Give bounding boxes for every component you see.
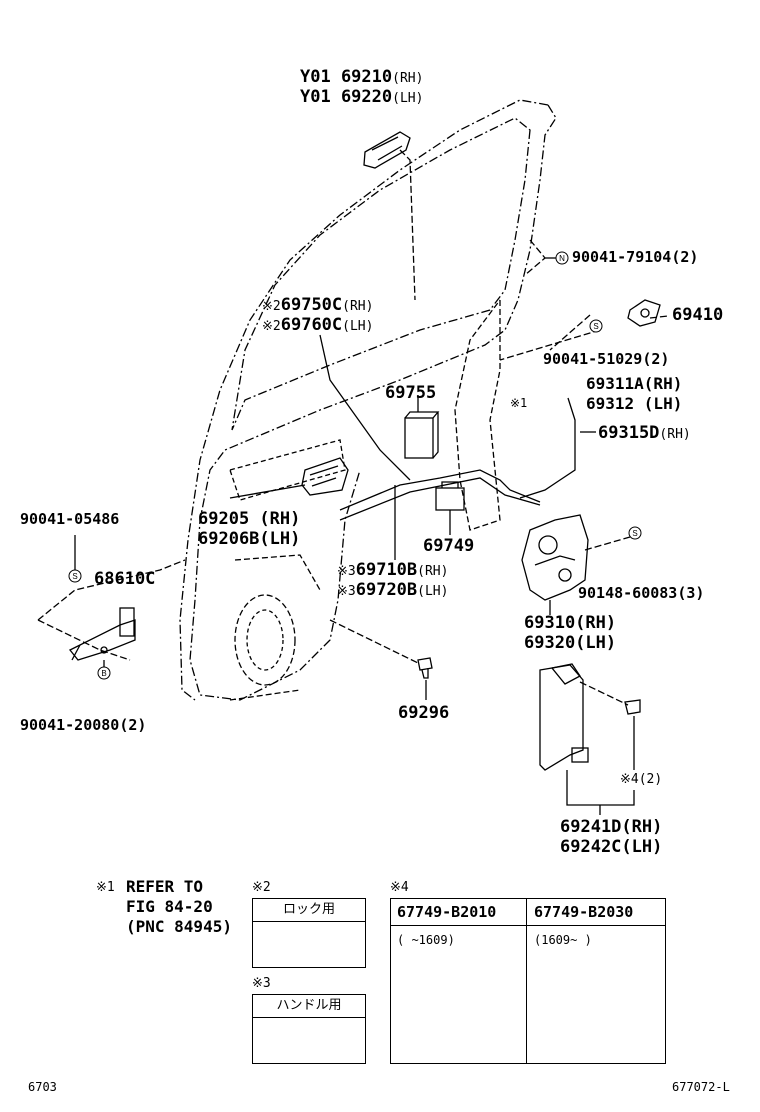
label-69720b[interactable]: ※369720B(LH) — [337, 580, 449, 600]
label-69750c[interactable]: ※269750C(RH) — [262, 295, 374, 315]
door-lock-assembly — [521, 514, 589, 601]
inner-panel — [454, 299, 501, 531]
label-69760c[interactable]: ※269760C(LH) — [262, 315, 374, 335]
label-68610c[interactable]: 68610C — [94, 569, 156, 589]
fastener-s-mark: S — [72, 572, 77, 581]
label-69310[interactable]: 69310(RH) — [524, 613, 617, 633]
note2-box: ロック用 — [252, 898, 366, 968]
label-90041-51029[interactable]: 90041-51029(2) — [543, 350, 670, 368]
note2-mark: ※2 — [252, 880, 271, 895]
label-69749[interactable]: 69749 — [423, 536, 475, 556]
note1-line2: FIG 84-20 — [126, 897, 213, 916]
note3-header: ハンドル用 — [253, 995, 365, 1018]
label-69755[interactable]: 69755 — [385, 383, 437, 403]
label-69296[interactable]: 69296 — [398, 703, 450, 723]
outside-handle-part — [363, 131, 411, 169]
clip-67749 — [624, 699, 641, 715]
window-frame — [231, 117, 531, 431]
label-69242c[interactable]: 69242C(LH) — [560, 837, 663, 857]
label-69241d[interactable]: 69241D(RH) — [560, 817, 663, 837]
label-90148-60083[interactable]: 90148-60083(3) — [578, 584, 705, 602]
footer-left: 6703 — [28, 1080, 57, 1094]
label-69210[interactable]: Y01 69210(RH) — [300, 67, 424, 87]
label-69710b[interactable]: ※369710B(RH) — [337, 560, 449, 580]
note4-col2-part: 67749-B2030 — [534, 903, 634, 921]
label-69315d[interactable]: 69315D(RH) — [598, 423, 691, 443]
label-90041-79104[interactable]: 90041-79104(2) — [572, 248, 699, 266]
note4-col1-range: ( ~1609) — [397, 933, 455, 947]
fastener-s-mark: S — [632, 529, 637, 538]
ref-mark-4: ※4(2) — [620, 772, 663, 787]
note4-col2-range: (1609~ ) — [534, 933, 592, 947]
note4-table: 67749-B2010 67749-B2030 ( ~1609) (1609~ … — [390, 898, 666, 1064]
lock-rod — [519, 397, 576, 499]
label-69311a[interactable]: 69311A(RH) — [586, 374, 683, 393]
label-90041-05486[interactable]: 90041-05486 — [20, 510, 120, 528]
note1-mark: ※1 — [96, 880, 115, 895]
door-lock-cover — [539, 663, 589, 771]
fastener-n-mark: N — [559, 254, 565, 263]
label-69206b[interactable]: 69206B(LH) — [198, 529, 301, 549]
stopper-part-69410 — [627, 299, 661, 327]
label-69220[interactable]: Y01 69220(LH) — [300, 87, 424, 107]
door-outline — [179, 99, 557, 701]
note2-header: ロック用 — [253, 899, 365, 922]
label-69320[interactable]: 69320(LH) — [524, 633, 617, 653]
note1-line1: REFER TO — [126, 877, 204, 896]
fastener-b-mark: B — [101, 669, 106, 678]
label-90041-20080[interactable]: 90041-20080(2) — [20, 716, 147, 734]
lock-cable — [319, 334, 541, 511]
note3-mark: ※3 — [252, 976, 271, 991]
label-69410[interactable]: 69410 — [672, 305, 724, 325]
ref-mark-1: ※1 — [510, 396, 528, 410]
protector-69755 — [404, 417, 434, 459]
label-69312[interactable]: 69312 (LH) — [586, 394, 683, 413]
label-69205[interactable]: 69205 (RH) — [198, 509, 301, 529]
footer-right: 677072-L — [672, 1080, 730, 1094]
clip-69296 — [417, 657, 433, 679]
note1-line3: (PNC 84945) — [126, 917, 232, 936]
note4-mark: ※4 — [390, 880, 409, 895]
fastener-s-mark: S — [593, 322, 598, 331]
inside-handle-part — [301, 457, 349, 496]
note4-col1-part: 67749-B2010 — [397, 903, 497, 921]
door-check-part — [68, 607, 136, 661]
speaker-opening — [234, 594, 296, 686]
note3-box: ハンドル用 — [252, 994, 366, 1064]
